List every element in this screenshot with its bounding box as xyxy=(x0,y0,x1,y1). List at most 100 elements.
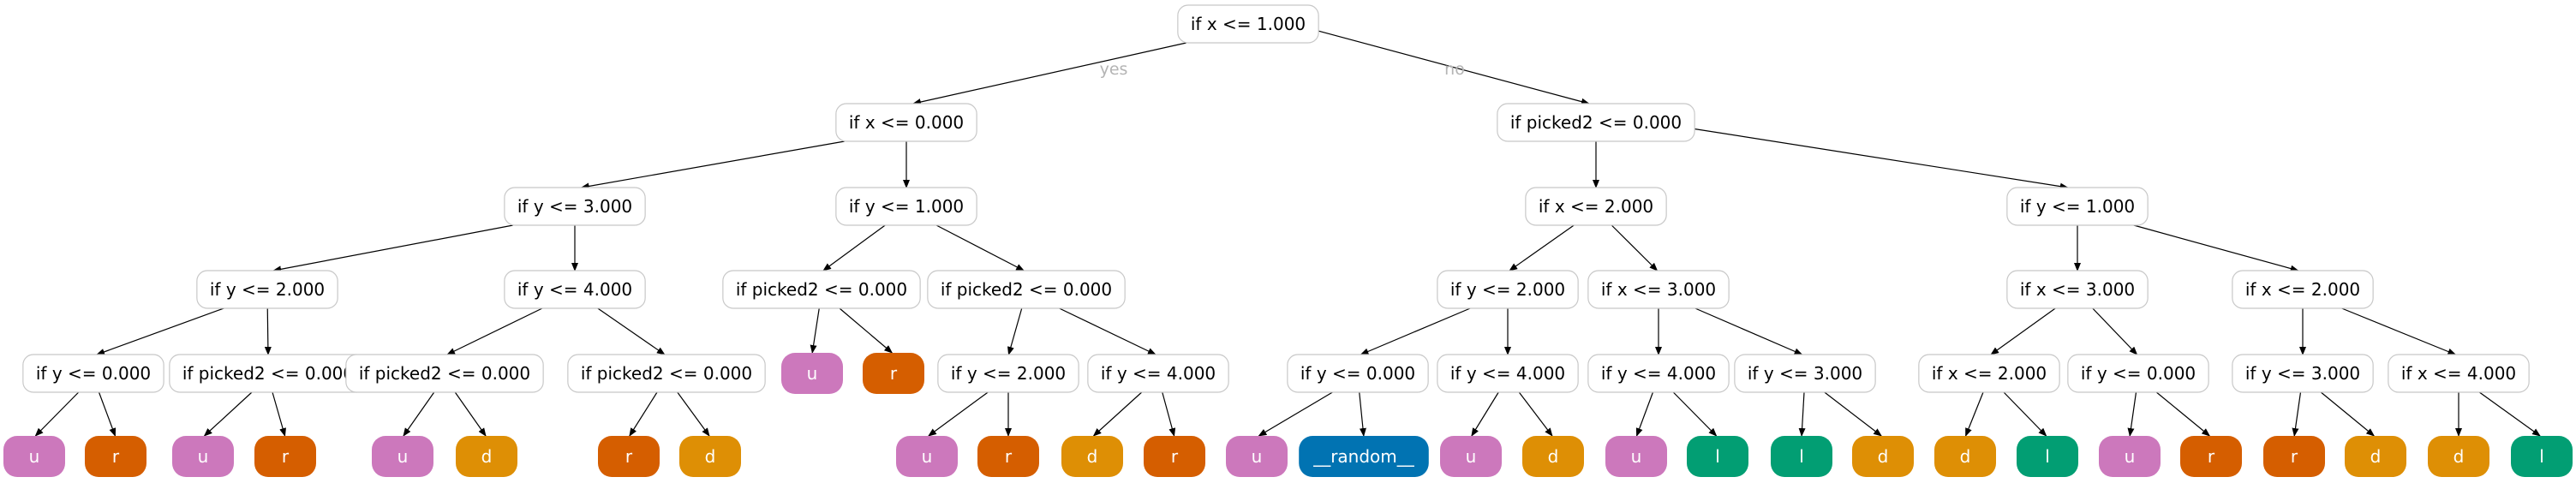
leaf-box xyxy=(1440,436,1502,477)
decision-node: if y <= 4.000 xyxy=(1587,354,1730,393)
edge-n8-n17 xyxy=(446,307,543,355)
node-box xyxy=(1437,270,1579,309)
edge-n28-L23 xyxy=(2155,391,2211,437)
leaf-box xyxy=(2180,436,2242,477)
leaf-label: u xyxy=(397,446,409,467)
decision-node: if picked2 <= 0.000 xyxy=(567,354,766,393)
leaf-node-r: r xyxy=(977,436,1039,477)
node-box xyxy=(2006,187,2149,226)
node-condition: if x <= 3.000 xyxy=(2020,279,2135,300)
leaf-label: u xyxy=(198,446,209,467)
decision-node: if x <= 1.000 xyxy=(1177,4,1319,44)
node-box xyxy=(345,354,544,393)
leaf-node-d: d xyxy=(1934,436,1996,477)
leaf-node-random: __random__ xyxy=(1299,436,1429,477)
decision-node: if y <= 2.000 xyxy=(196,270,338,309)
edge-n4-n9 xyxy=(822,224,886,271)
leaf-box xyxy=(896,436,958,477)
leaf-box xyxy=(1522,436,1584,477)
leaf-label: r xyxy=(2291,446,2298,467)
edge-n27-L20 xyxy=(1965,391,1984,437)
node-condition: if x <= 1.000 xyxy=(1191,14,1306,34)
edge-n10-n21 xyxy=(1007,307,1023,355)
leaf-label: d xyxy=(1548,446,1559,467)
edge-n16-L3 xyxy=(272,391,286,437)
node-condition: if y <= 3.000 xyxy=(2245,363,2360,384)
node-box xyxy=(2388,354,2530,393)
decision-node: if picked2 <= 0.000 xyxy=(1497,103,1695,142)
node-condition: if x <= 0.000 xyxy=(849,112,964,133)
leaf-node-l: l xyxy=(1687,436,1748,477)
node-box xyxy=(1918,354,2060,393)
leaf-label: u xyxy=(922,446,933,467)
edge-n29-L24 xyxy=(2292,391,2302,437)
leaf-box xyxy=(2345,436,2406,477)
edge-n5-n11 xyxy=(1509,224,1575,271)
edge-label-no: no xyxy=(1444,60,1465,79)
leaf-box xyxy=(456,436,517,477)
node-box xyxy=(835,103,977,142)
node-box xyxy=(1287,354,1429,393)
node-box xyxy=(1587,354,1730,393)
leaf-label: r xyxy=(1005,446,1013,467)
leaf-label: __random__ xyxy=(1312,446,1415,467)
leaf-node-d: d xyxy=(2428,436,2489,477)
leaf-label: r xyxy=(112,446,120,467)
edge-n17-L5 xyxy=(454,391,487,437)
edge-n0-n1 xyxy=(912,42,1186,105)
edge-n12-n26 xyxy=(1694,307,1803,355)
leaf-box xyxy=(1687,436,1748,477)
node-box xyxy=(1087,354,1229,393)
leaf-node-d: d xyxy=(1061,436,1123,477)
edge-n9-n19 xyxy=(810,307,820,354)
edge-n25-L16 xyxy=(1635,391,1654,437)
edge-n16-L2 xyxy=(203,391,253,437)
edge-n7-n16 xyxy=(264,307,272,355)
edge-n13-n27 xyxy=(1990,307,2056,355)
edge-n3-n7 xyxy=(272,224,513,273)
node-box xyxy=(1525,187,1667,226)
node-condition: if picked2 <= 0.000 xyxy=(581,363,752,384)
node-condition: if y <= 0.000 xyxy=(2081,363,2196,384)
edge-n18-L6 xyxy=(629,391,658,437)
edge-n7-n15 xyxy=(96,307,224,355)
edge-n6-n14 xyxy=(2133,224,2299,272)
node-box xyxy=(722,270,921,309)
leaf-label: u xyxy=(1252,446,1263,467)
edge-n27-L21 xyxy=(2003,391,2047,437)
node-condition: if y <= 2.000 xyxy=(210,279,325,300)
leaf-node-u: u xyxy=(3,436,65,477)
edge-n10-n22 xyxy=(1059,307,1157,355)
edge-n18-L7 xyxy=(677,391,710,437)
node-condition: if x <= 3.000 xyxy=(1601,279,1716,300)
decision-node: if x <= 4.000 xyxy=(2388,354,2530,393)
leaf-label: r xyxy=(625,446,633,467)
edge-n21-L8 xyxy=(928,391,989,437)
leaf-node-r: r xyxy=(598,436,660,477)
edge-n8-n18 xyxy=(597,307,666,355)
node-box xyxy=(2006,270,2149,309)
node-box xyxy=(1437,354,1579,393)
leaf-node-r: r xyxy=(2180,436,2242,477)
decision-node: if x <= 0.000 xyxy=(835,103,977,142)
node-condition: if picked2 <= 0.000 xyxy=(182,363,354,384)
node-condition: if y <= 3.000 xyxy=(517,196,632,217)
edge-n22-L10 xyxy=(1092,391,1143,437)
leaf-label: d xyxy=(1960,446,1971,467)
edge-n1-n3 xyxy=(580,140,845,190)
decision-node: if picked2 <= 0.000 xyxy=(927,270,1126,309)
leaf-node-d: d xyxy=(1852,436,1914,477)
leaf-label: d xyxy=(481,446,493,467)
node-box xyxy=(2067,354,2209,393)
leaf-box xyxy=(1771,436,1832,477)
leaf-node-r: r xyxy=(1144,436,1205,477)
edges-layer xyxy=(34,29,2541,437)
edge-n26-L18 xyxy=(1798,391,1806,437)
nodes-layer: if x <= 1.000 if x <= 0.000 if picked2 <= … xyxy=(3,4,2573,477)
leaf-box xyxy=(1605,436,1667,477)
leaf-box xyxy=(1934,436,1996,477)
leaf-box xyxy=(2263,436,2325,477)
edge-n14-n30 xyxy=(2341,307,2457,355)
edge-n28-L22 xyxy=(2127,391,2137,437)
